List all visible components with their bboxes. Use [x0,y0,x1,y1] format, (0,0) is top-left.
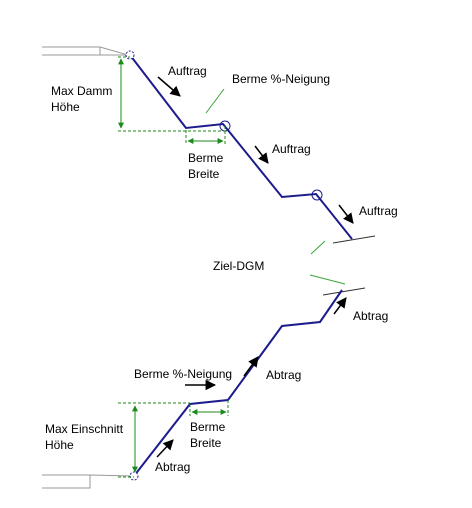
label-berme-neigung-bottom: Berme %-Neigung [134,367,232,381]
label-auftrag-3: Auftrag [359,204,398,218]
ground-line-bottom [42,474,135,489]
label-berme-neigung-top: Berme %-Neigung [232,72,330,86]
circle-marker-icon [311,189,323,201]
label-berme-breite-top-1: Berme [188,151,224,165]
arrow-abtrag-1 [333,297,347,315]
label-max-damm-hoehe-1: Max Damm [51,84,112,98]
ground-line-top [42,46,129,56]
hinge-point-icon [125,50,135,60]
arrow-abtrag-2 [243,356,259,377]
label-abtrag-2: Abtrag [266,368,301,382]
arrow-abtrag-3 [156,439,174,458]
arrow-auftrag-1 [157,76,181,97]
label-auftrag-2: Auftrag [272,142,311,156]
label-auftrag-1: Auftrag [168,64,207,78]
target-terrain-bottom [322,287,366,296]
label-ziel-dgm: Ziel-DGM [213,259,264,273]
label-max-einschnitt-2: Höhe [45,438,74,452]
fill-slope-profile [129,54,353,240]
target-terrain-top [332,235,376,244]
berm-slope-leader-top [205,88,225,114]
label-berme-breite-top-2: Breite [188,167,220,181]
label-berme-breite-bottom-1: Berme [190,420,226,434]
ziel-dgm-leader-lower [309,274,346,285]
label-abtrag-3: Abtrag [155,460,190,474]
label-max-damm-hoehe-2: Höhe [51,100,80,114]
label-abtrag-1: Abtrag [353,309,388,323]
arrow-auftrag-3 [338,204,354,224]
label-berme-breite-bottom-2: Breite [190,436,222,450]
hinge-point-icon [129,471,139,481]
ziel-dgm-leader-upper [310,240,326,255]
label-max-einschnitt-1: Max Einschnitt [45,422,124,436]
arrow-auftrag-2 [254,145,269,164]
